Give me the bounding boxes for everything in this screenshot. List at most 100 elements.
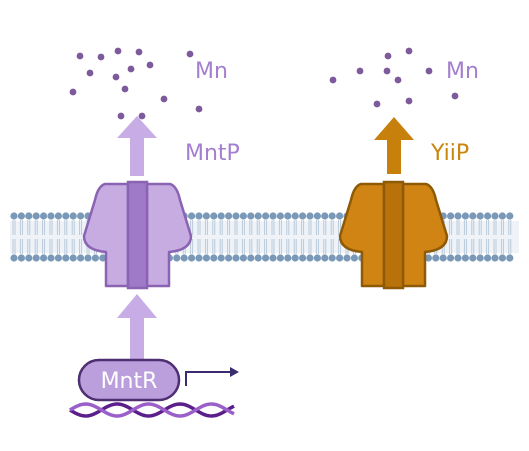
lipid-head: [299, 254, 307, 262]
mn-particle-icon: [86, 69, 94, 77]
lipid-head: [210, 212, 218, 220]
mn-particle-icon: [117, 112, 125, 120]
lipid-head: [17, 212, 25, 220]
mntr-label: MntR: [101, 369, 158, 394]
lipid-head: [210, 254, 218, 262]
lipid-head: [269, 212, 277, 220]
mn-particles-right: [329, 47, 459, 108]
lipid-head: [62, 212, 70, 220]
mn-particle-icon: [69, 88, 77, 96]
mntp-transporter: [82, 180, 193, 290]
lipid-head: [25, 212, 33, 220]
lipid-head: [99, 254, 107, 262]
lipid-head: [40, 212, 48, 220]
lipid-head: [202, 212, 210, 220]
lipid-head: [69, 254, 77, 262]
lipid-head: [321, 212, 329, 220]
lipid-head: [439, 254, 447, 262]
lipid-head: [491, 254, 499, 262]
lipid-head: [498, 254, 506, 262]
lipid-head: [328, 212, 336, 220]
lipid-head: [54, 254, 63, 262]
mn-particles-left: [69, 47, 203, 120]
mn-particle-icon: [127, 65, 135, 73]
lipid-head: [247, 212, 255, 220]
mn-particle-icon: [425, 67, 433, 75]
mn-particle-icon: [384, 52, 392, 60]
mn-particle-icon: [97, 53, 105, 61]
lipid-head: [447, 254, 455, 262]
mn-particle-icon: [405, 47, 413, 55]
lipid-head: [232, 254, 240, 262]
lipid-head: [269, 254, 277, 262]
lipid-head: [424, 254, 432, 262]
lipid-head: [25, 254, 33, 262]
lipid-head: [188, 212, 196, 220]
lipid-head: [202, 254, 210, 262]
lipid-head: [276, 254, 284, 262]
lipid-head: [276, 212, 284, 220]
lipid-head: [321, 254, 329, 262]
mn-particle-icon: [135, 48, 143, 56]
mn-particle-icon: [186, 50, 194, 58]
mn-particle-icon: [405, 97, 413, 105]
lipid-head: [506, 212, 514, 220]
mn-particle-icon: [451, 92, 459, 100]
lipid-heads-bottom: [10, 254, 514, 262]
mn-particle-icon: [195, 105, 203, 113]
lipid-head: [262, 212, 270, 220]
dna-helix-icon: [69, 402, 235, 418]
lipid-head: [10, 212, 18, 220]
lipid-head: [469, 254, 477, 262]
mntp-export-arrow-icon: [117, 116, 157, 176]
lipid-head: [343, 254, 351, 262]
mn-particle-icon: [383, 67, 391, 75]
lipid-head: [336, 254, 344, 262]
lipid-head: [195, 254, 203, 262]
lipid-head: [195, 212, 203, 220]
lipid-head: [232, 212, 240, 220]
lipid-head: [91, 254, 99, 262]
lipid-head: [484, 254, 492, 262]
mn-particle-icon: [160, 95, 168, 103]
lipid-head: [476, 254, 484, 262]
lipid-head: [476, 212, 484, 220]
lipid-head: [461, 254, 469, 262]
lipid-head: [461, 212, 469, 220]
lipid-head: [239, 212, 247, 220]
mn-particle-icon: [138, 112, 146, 120]
lipid-head: [188, 254, 196, 262]
lipid-head: [447, 212, 455, 220]
lipid-head: [284, 212, 292, 220]
lipid-head: [469, 212, 477, 220]
mn-particle-icon: [329, 76, 337, 84]
lipid-head: [313, 254, 321, 262]
lipid-head: [47, 254, 55, 262]
mn-particle-icon: [112, 73, 120, 81]
lipid-head: [84, 254, 92, 262]
lipid-head: [491, 212, 499, 220]
lipid-head: [32, 212, 40, 220]
promoter-arrow-icon: [185, 367, 239, 386]
lipid-head: [62, 254, 70, 262]
lipid-head: [350, 254, 358, 262]
lipid-head: [299, 212, 307, 220]
lipid-head: [306, 212, 314, 220]
lipid-head: [254, 254, 262, 262]
lipid-head: [69, 212, 77, 220]
mn-particle-icon: [373, 100, 381, 108]
lipid-head: [284, 254, 292, 262]
lipid-head: [247, 254, 255, 262]
lipid-head: [77, 212, 85, 220]
lipid-head: [225, 212, 233, 220]
lipid-head: [506, 254, 514, 262]
mn-label-right: Mn: [446, 59, 479, 84]
lipid-head: [217, 212, 225, 220]
lipid-head: [173, 254, 181, 262]
lipid-head: [217, 254, 225, 262]
lipid-head: [77, 254, 85, 262]
lipid-head: [484, 212, 492, 220]
mn-particle-icon: [76, 52, 84, 60]
lipid-head: [180, 254, 188, 262]
